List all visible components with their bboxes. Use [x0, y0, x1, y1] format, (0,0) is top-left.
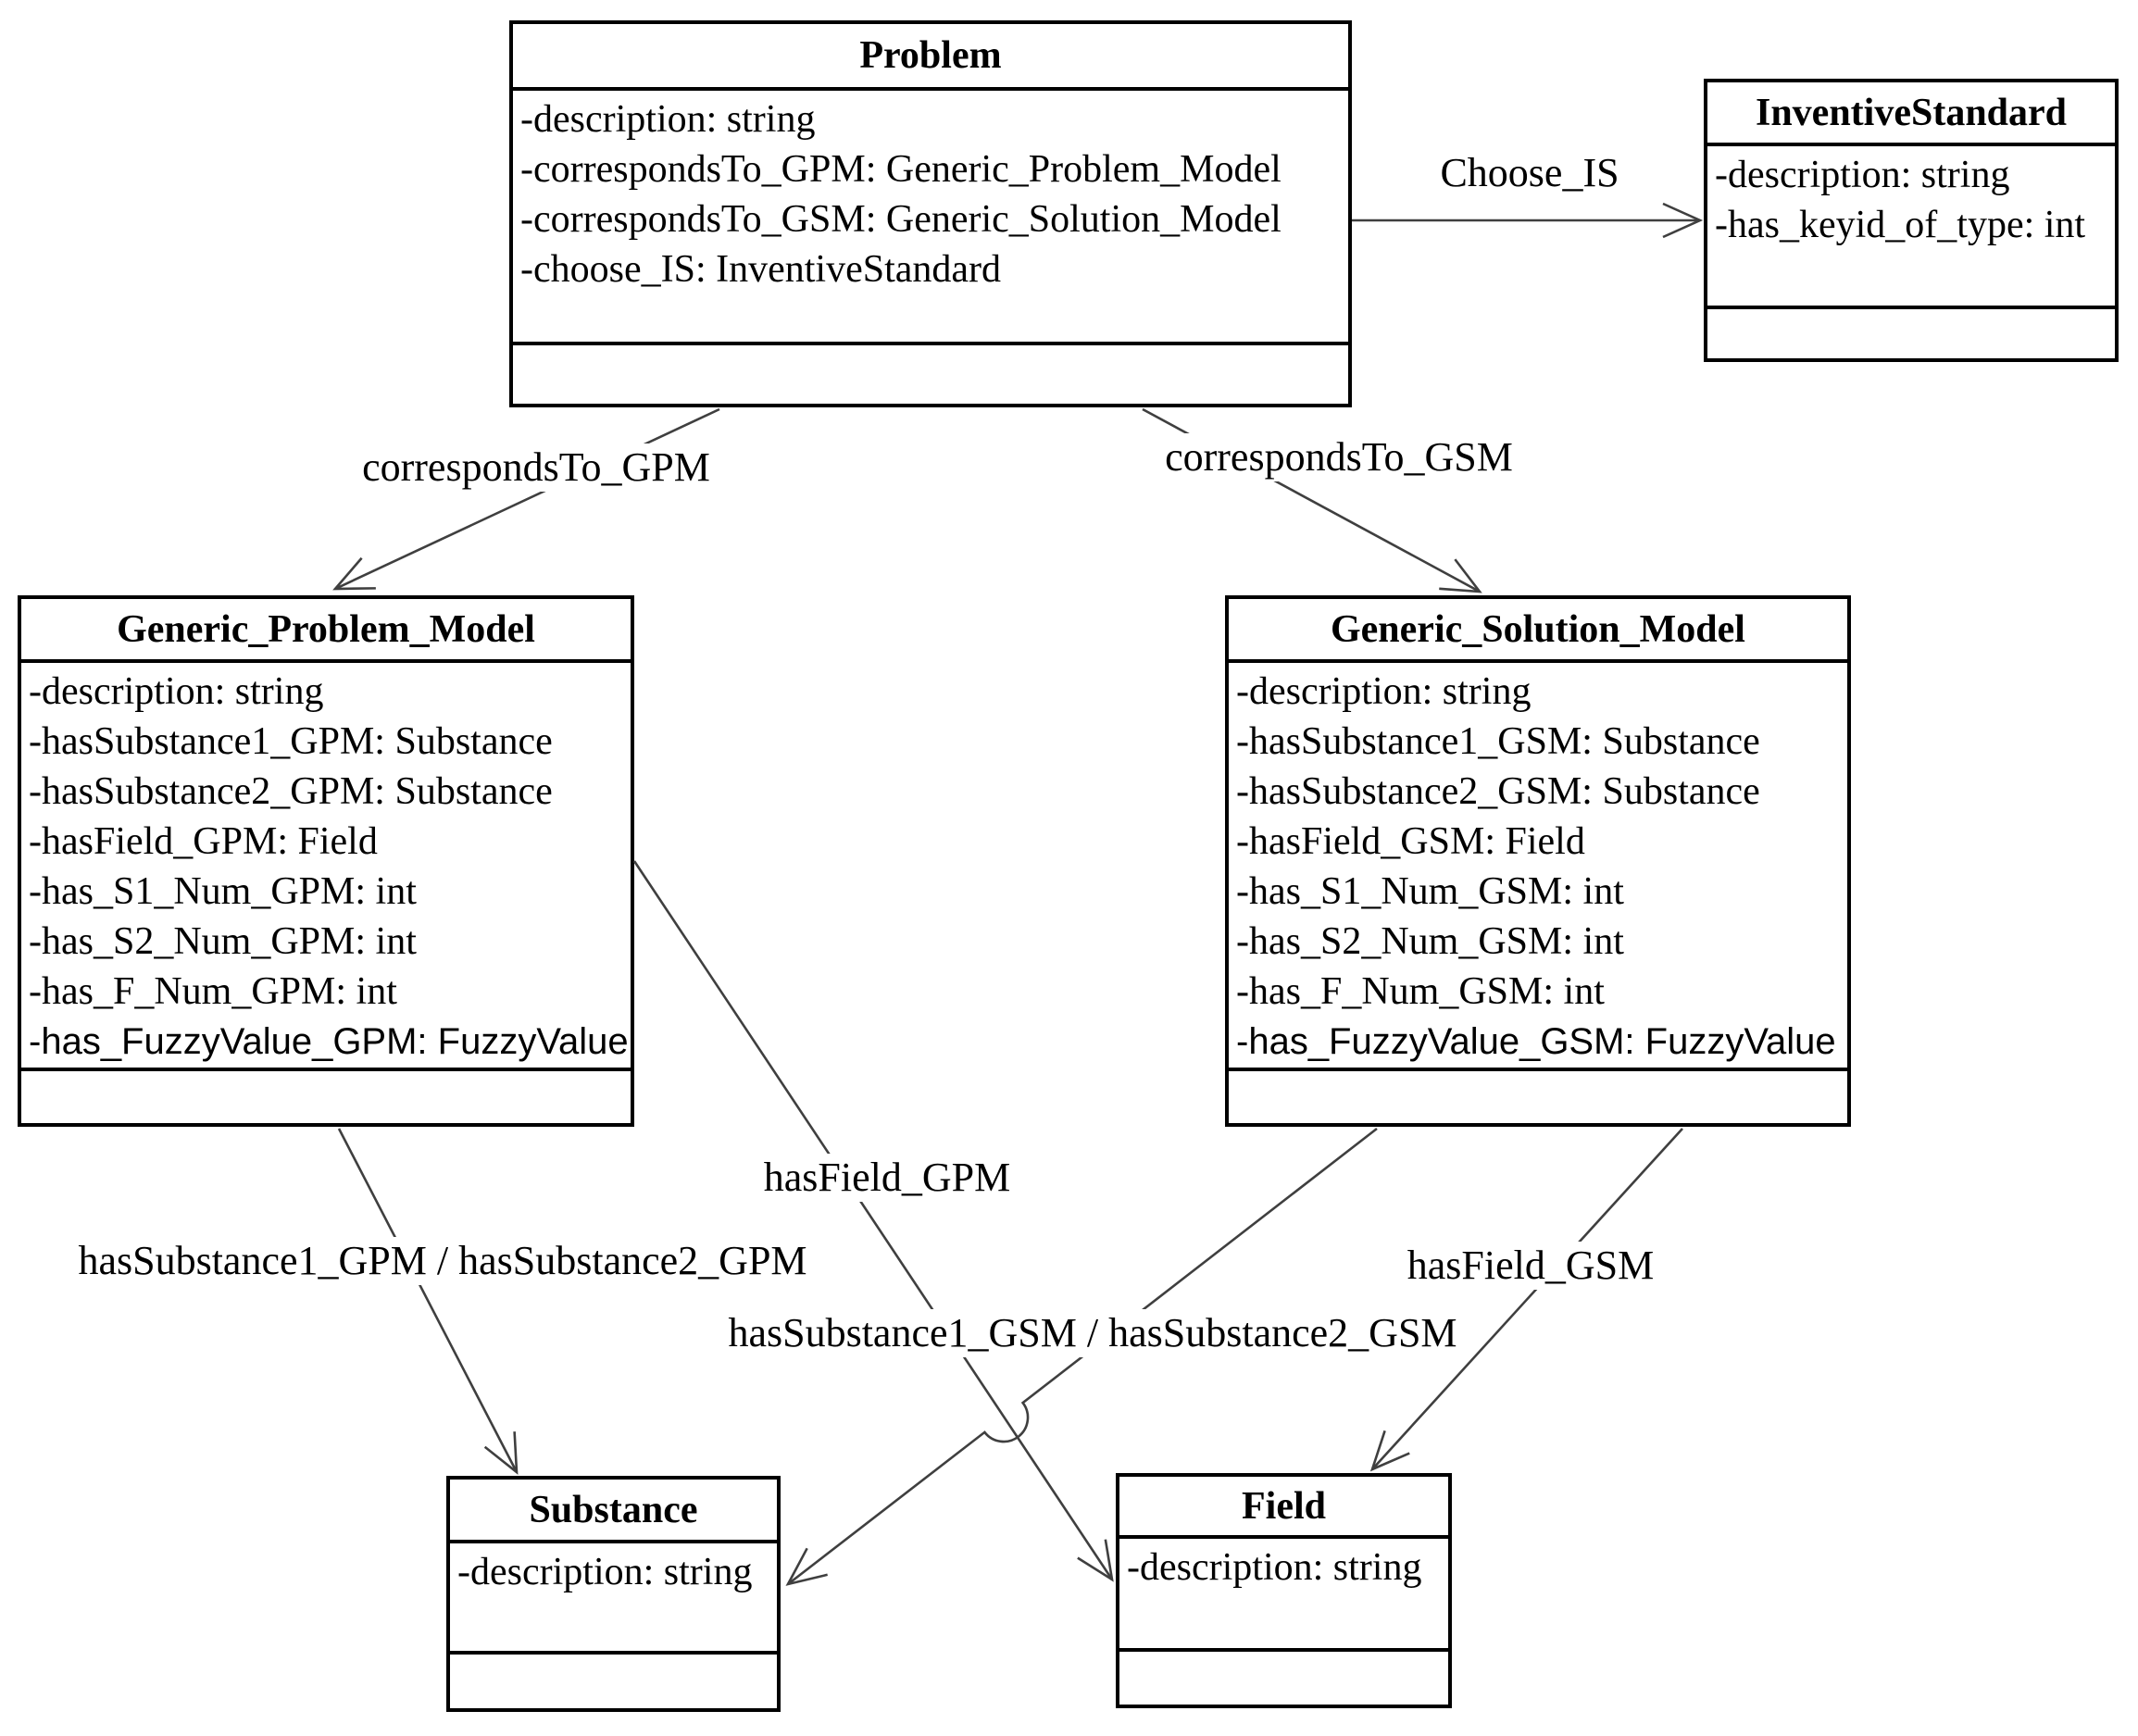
edge-label-hasField-gsm: hasField_GSM	[1401, 1242, 1660, 1290]
class-attribute: -hasSubstance1_GPM: Substance	[29, 720, 553, 763]
edge-label-correspondsTo-gsm: correspondsTo_GSM	[1159, 433, 1519, 481]
class-attribute: -has_FuzzyValue_GPM: FuzzyValue	[29, 1021, 629, 1062]
class-attribute: -description: string	[520, 98, 816, 141]
class-attribute: -description: string	[1715, 154, 2010, 196]
class-attribute: -has_S2_Num_GPM: int	[29, 920, 417, 963]
edge-label-hasField-gpm: hasField_GPM	[757, 1154, 1017, 1202]
class-attribute: -description: string	[1127, 1546, 1422, 1589]
class-operations-empty	[450, 1651, 777, 1708]
edge-hasField-gpm-line	[632, 860, 1114, 1582]
class-attribute: -has_F_Num_GPM: int	[29, 970, 397, 1013]
class-attribute: -has_keyid_of_type: int	[1715, 204, 2086, 246]
class-box-generic-solution-model: Generic_Solution_Model -description: str…	[1225, 595, 1851, 1127]
class-operations-empty	[21, 1068, 631, 1123]
class-attribute: -has_S2_Num_GSM: int	[1236, 920, 1624, 963]
class-box-problem: Problem -description: string -correspond…	[509, 20, 1352, 407]
class-attribute: -hasField_GPM: Field	[29, 820, 378, 863]
edge-hasField-gsm-line	[1369, 1128, 1683, 1472]
class-attributes-inventive-standard: -description: string -has_keyid_of_type:…	[1707, 146, 2115, 306]
edge-label-hasSubstance-gsm: hasSubstance1_GSM / hasSubstance2_GSM	[722, 1309, 1463, 1357]
class-attribute: -description: string	[1236, 670, 1532, 713]
class-attribute: -has_S1_Num_GSM: int	[1236, 870, 1624, 913]
class-attribute: -correspondsTo_GPM: Generic_Problem_Mode…	[520, 148, 1282, 191]
class-attribute: -has_F_Num_GSM: int	[1236, 970, 1605, 1013]
class-title-field: Field	[1119, 1477, 1448, 1539]
class-attributes-problem: -description: string -correspondsTo_GPM:…	[513, 91, 1348, 342]
class-attribute: -description: string	[29, 670, 324, 713]
class-attributes-generic-problem-model: -description: string -hasSubstance1_GPM:…	[21, 663, 631, 1068]
class-title-substance: Substance	[450, 1480, 777, 1543]
class-title-generic-problem-model: Generic_Problem_Model	[21, 599, 631, 663]
edge-label-hasSubstance-gpm: hasSubstance1_GPM / hasSubstance2_GPM	[72, 1237, 813, 1285]
class-attribute: -description: string	[457, 1551, 753, 1593]
edge-label-correspondsTo-gpm: correspondsTo_GPM	[356, 443, 716, 492]
class-operations-empty	[1229, 1068, 1847, 1123]
class-title-problem: Problem	[513, 24, 1348, 91]
class-title-inventive-standard: InventiveStandard	[1707, 82, 2115, 146]
class-attributes-substance: -description: string	[450, 1543, 777, 1651]
class-attribute: -correspondsTo_GSM: Generic_Solution_Mod…	[520, 198, 1282, 241]
edge-label-choose-is: Choose_IS	[1434, 149, 1625, 197]
class-attribute: -has_S1_Num_GPM: int	[29, 870, 417, 913]
edge-correspondsTo-gpm-line	[332, 407, 720, 591]
class-box-field: Field -description: string	[1116, 1473, 1452, 1708]
class-attribute: -hasSubstance2_GPM: Substance	[29, 770, 553, 813]
class-attribute: -choose_IS: InventiveStandard	[520, 248, 1002, 291]
class-attribute: -hasSubstance2_GSM: Substance	[1236, 770, 1760, 813]
class-box-inventive-standard: InventiveStandard -description: string -…	[1704, 79, 2119, 362]
class-box-generic-problem-model: Generic_Problem_Model -description: stri…	[18, 595, 634, 1127]
class-attribute: -has_FuzzyValue_GSM: FuzzyValue	[1236, 1021, 1836, 1062]
class-title-generic-solution-model: Generic_Solution_Model	[1229, 599, 1847, 663]
edge-hasSubstance-gpm-line	[337, 1128, 519, 1475]
class-operations-empty	[1707, 306, 2115, 358]
class-operations-empty	[513, 342, 1348, 404]
class-attributes-generic-solution-model: -description: string -hasSubstance1_GSM:…	[1229, 663, 1847, 1068]
class-attribute: -hasField_GSM: Field	[1236, 820, 1585, 863]
class-attributes-field: -description: string	[1119, 1539, 1448, 1648]
class-box-substance: Substance -description: string	[446, 1476, 781, 1712]
class-operations-empty	[1119, 1648, 1448, 1705]
class-attribute: -hasSubstance1_GSM: Substance	[1236, 720, 1760, 763]
